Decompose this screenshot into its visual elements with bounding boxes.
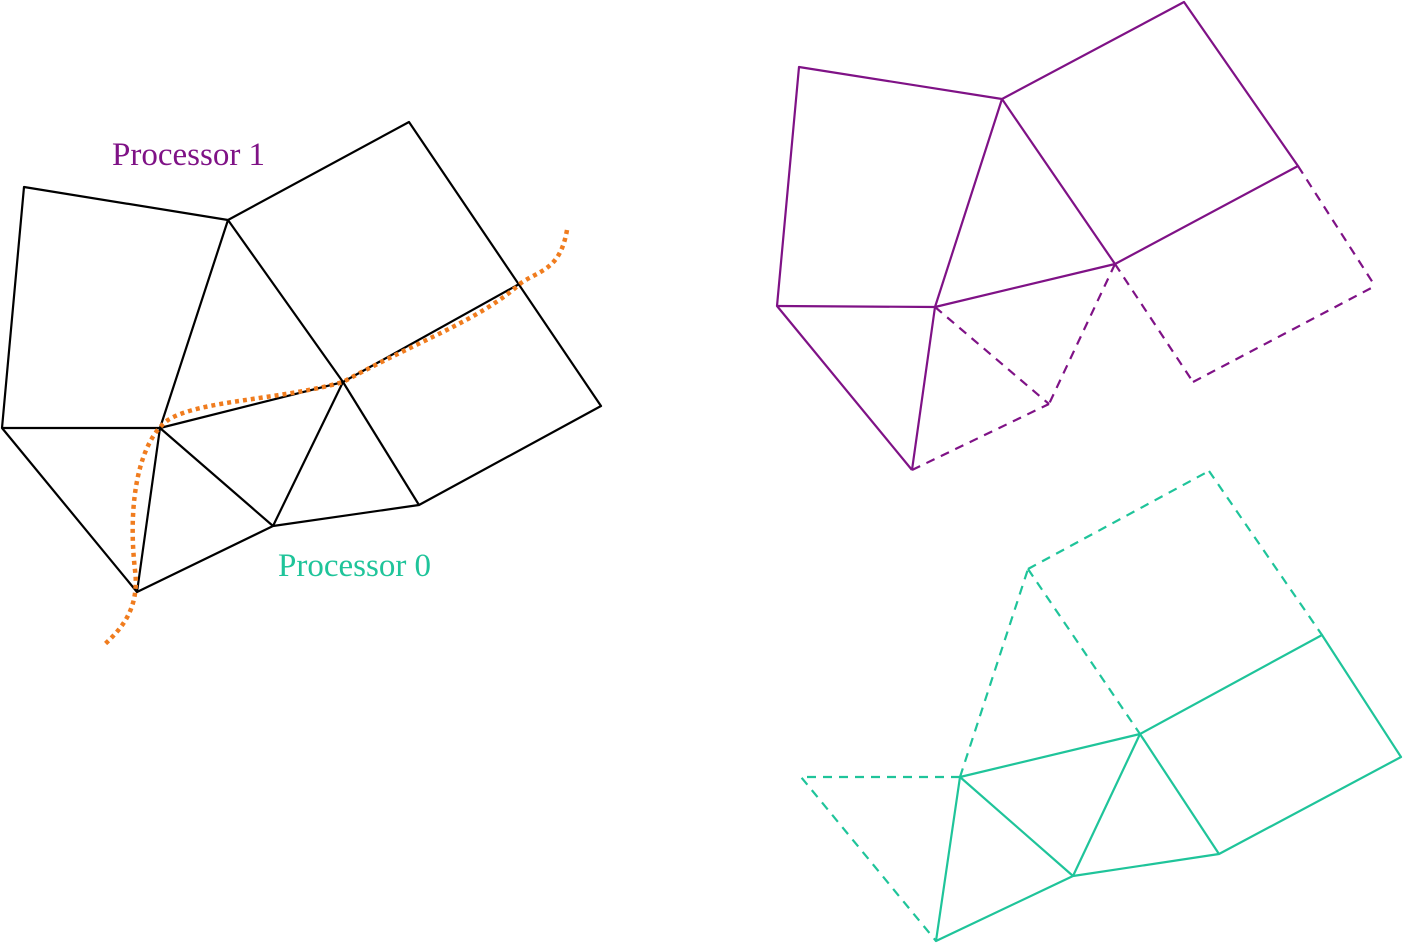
proc1-ghost-edge (1114, 263, 1194, 383)
proc1-ghost-edge (1192, 285, 1376, 383)
proc1-ghost-edge (934, 306, 1050, 405)
processor-0-owned-edges (934, 633, 1403, 943)
proc0-edge (1139, 733, 1220, 855)
processor-1-owned-edges (775, 0, 1300, 471)
proc1-edge (776, 304, 936, 309)
mesh-edge (159, 380, 344, 430)
processor-0-submesh (799, 470, 1403, 943)
partition-curve (101, 229, 570, 648)
proc1-edge (933, 98, 1004, 308)
mesh-edge (135, 427, 162, 593)
proc0-edge (1072, 733, 1141, 877)
proc1-ghost-edge (911, 403, 1050, 471)
proc1-ghost-edge (1048, 263, 1116, 405)
processor-0-label: Processor 0 (278, 548, 431, 584)
mesh-edge (159, 427, 274, 527)
mesh-outer-boundary (0, 120, 603, 594)
proc0-edge (959, 776, 1074, 877)
full-mesh (0, 120, 603, 594)
proc1-edge (1001, 98, 1116, 265)
mesh-edge (272, 381, 344, 527)
mesh-edge (158, 219, 230, 429)
proc1-ghost-edge (1297, 165, 1376, 287)
mesh-edge (342, 282, 522, 383)
proc0-ghost-edge (1208, 470, 1323, 636)
proc0-ghost-edge (958, 568, 1030, 778)
proc0-ghost-edge (1027, 568, 1141, 735)
processor-0-ghost-edges (799, 470, 1323, 942)
mesh-edge (227, 219, 344, 383)
proc0-edge (934, 633, 1403, 943)
proc1-edge (910, 306, 937, 471)
processor-1-ghost-edges (911, 165, 1376, 471)
proc0-ghost-edge (799, 775, 960, 942)
mesh-edge (342, 381, 420, 506)
processor-1-submesh (775, 0, 1376, 471)
processor-1-label: Processor 1 (112, 137, 265, 173)
proc1-edge (775, 0, 1300, 471)
proc0-ghost-edge (1027, 470, 1210, 570)
